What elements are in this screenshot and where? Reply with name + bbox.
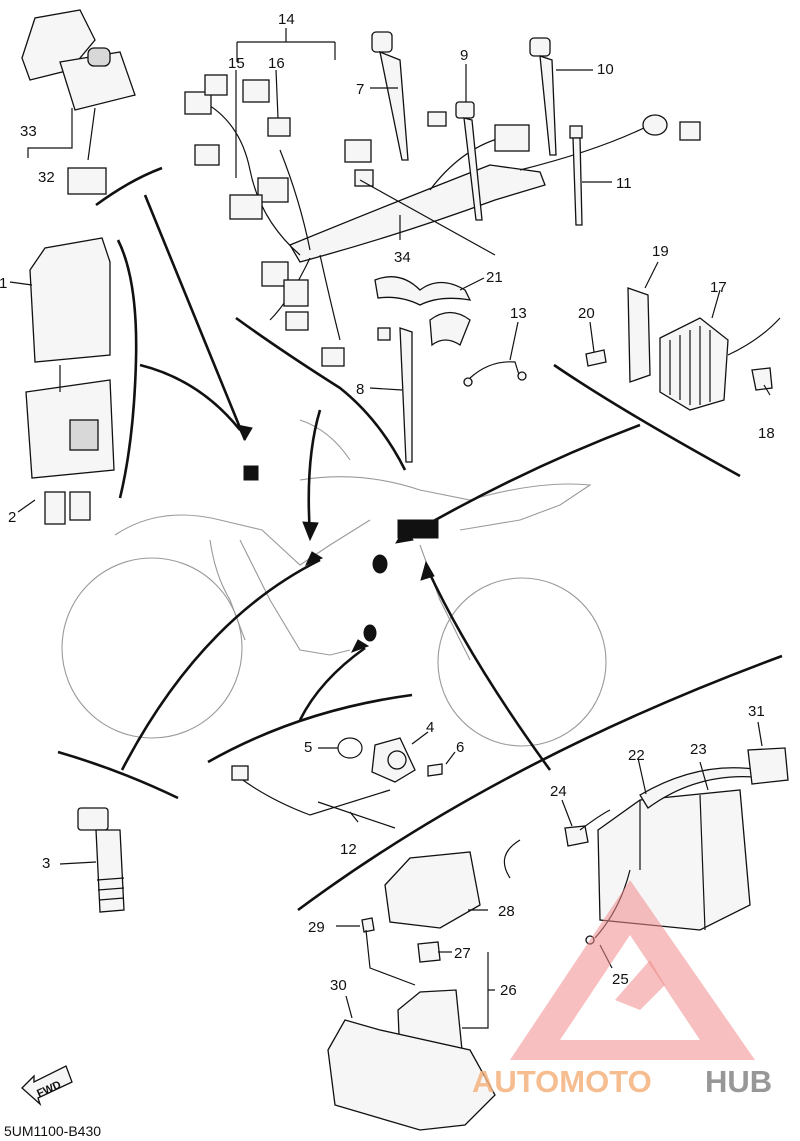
callout-12: 12 — [340, 841, 357, 858]
callout-28: 28 — [498, 903, 515, 920]
callout-1: 1 — [0, 275, 7, 292]
callout-19: 19 — [652, 243, 669, 260]
watermark-logo-icon — [510, 880, 755, 1060]
cable-ties[interactable] — [371, 31, 583, 463]
earth-lead-13[interactable] — [463, 361, 527, 387]
callout-20: 20 — [578, 305, 595, 322]
callout-33: 33 — [20, 123, 37, 140]
callout-14: 14 — [278, 11, 295, 28]
section-boundaries — [57, 166, 783, 912]
callout-5: 5 — [304, 739, 312, 756]
wire-harness[interactable] — [184, 74, 701, 367]
callout-26: 26 — [500, 982, 517, 999]
callout-13: 13 — [510, 305, 527, 322]
watermark-text-a: AUTOMOTO — [472, 1064, 652, 1099]
pickup-coil[interactable] — [231, 737, 443, 829]
callout-34: 34 — [394, 249, 411, 266]
callout-2: 2 — [8, 509, 16, 526]
part-code: 5UM1100-B430 — [4, 1123, 101, 1139]
callout-25: 25 — [612, 971, 629, 988]
rectifier-regulator[interactable] — [585, 287, 781, 411]
callout-3: 3 — [42, 855, 50, 872]
callout-27: 27 — [454, 945, 471, 962]
callout-labels: 14 15 16 7 9 10 11 33 32 34 21 19 17 1 2… — [0, 11, 775, 999]
clamps[interactable] — [374, 276, 472, 347]
callout-15: 15 — [228, 55, 245, 72]
callout-8: 8 — [356, 381, 364, 398]
callout-21: 21 — [486, 269, 503, 286]
callout-18: 18 — [758, 425, 775, 442]
callout-17: 17 — [710, 279, 727, 296]
fwd-arrow-icon: FWD — [21, 1065, 73, 1107]
callout-16: 16 — [268, 55, 285, 72]
leader-lines — [9, 28, 771, 1029]
callout-6: 6 — [456, 739, 464, 756]
callout-32: 32 — [38, 169, 55, 186]
relay-unit[interactable] — [21, 9, 136, 195]
callout-4: 4 — [426, 719, 434, 736]
callout-31: 31 — [748, 703, 765, 720]
callout-24: 24 — [550, 783, 567, 800]
callout-23: 23 — [690, 741, 707, 758]
watermark-triangle — [510, 880, 755, 1060]
callout-7: 7 — [356, 81, 364, 98]
callout-30: 30 — [330, 977, 347, 994]
callout-9: 9 — [460, 47, 468, 64]
starter-relay[interactable] — [327, 851, 496, 1131]
motorcycle-outline — [61, 419, 607, 747]
callout-29: 29 — [308, 919, 325, 936]
ignition-coil[interactable] — [77, 807, 125, 913]
callout-11: 11 — [616, 175, 632, 192]
cdi-unit[interactable] — [25, 237, 115, 525]
callout-22: 22 — [628, 747, 645, 764]
watermark-text-b: HUB — [705, 1064, 772, 1099]
callout-10: 10 — [597, 61, 614, 78]
